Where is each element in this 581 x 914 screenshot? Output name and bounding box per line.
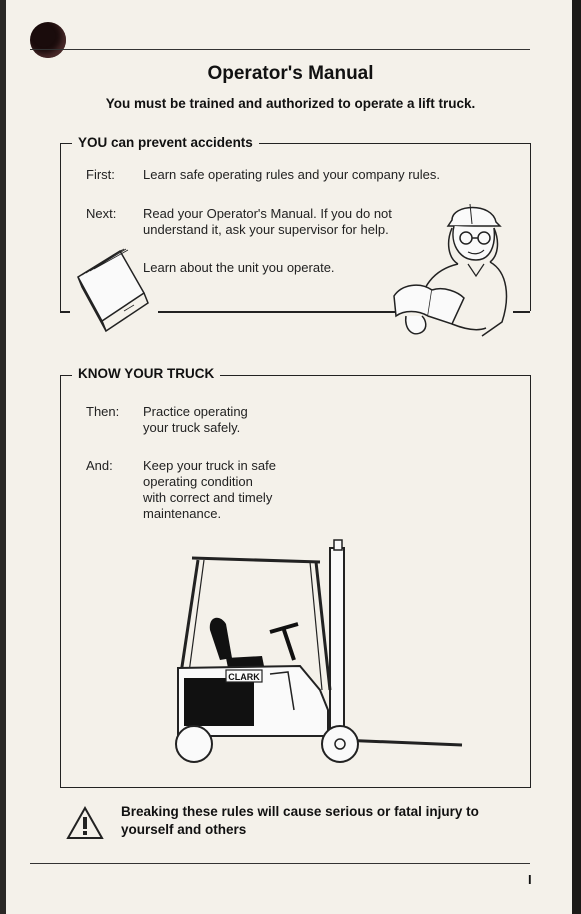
row-label-and: And: — [86, 458, 113, 473]
page-edge — [572, 0, 581, 914]
row-label-then: Then: — [86, 404, 120, 419]
warning-text: Breaking these rules will cause serious … — [121, 803, 541, 839]
warning-line-2: yourself and others — [121, 822, 247, 837]
section-box-prevent — [60, 143, 531, 311]
forklift-illustration: CLARK — [175, 539, 463, 763]
row-text-learn-line: Learn about the unit you operate. — [143, 260, 335, 275]
truck-brand-label: CLARK — [228, 672, 260, 682]
warning-triangle-icon — [66, 805, 104, 839]
section-heading-prevent: YOU can prevent accidents — [72, 135, 259, 150]
row-text-and-line-1: Keep your truck in safe — [143, 458, 276, 473]
top-rule — [30, 49, 530, 50]
section-heading-truck: KNOW YOUR TRUCK — [72, 366, 221, 381]
row-text-next-line-2: understand it, ask your supervisor for h… — [143, 222, 389, 237]
row-text-then: Practice operating your truck safely. — [143, 404, 248, 436]
section-box-truck — [60, 375, 531, 788]
row-text-first-line: Learn safe operating rules and your comp… — [143, 167, 441, 182]
row-label-first: First: — [86, 167, 115, 182]
row-text-and-line-3: with correct and timely — [143, 490, 273, 505]
row-text-then-line-2: your truck safely. — [143, 420, 241, 435]
row-label-next: Next: — [86, 206, 117, 221]
row-text-learn: Learn about the unit you operate. — [143, 260, 335, 276]
row-text-and: Keep your truck in safe operating condit… — [143, 458, 276, 522]
row-text-and-line-2: operating condition — [143, 474, 253, 489]
row-text-next: Read your Operator's Manual. If you do n… — [143, 206, 392, 238]
warning-line-1: Breaking these rules will cause serious … — [121, 804, 479, 819]
manual-page — [6, 0, 572, 914]
row-text-next-line-1: Read your Operator's Manual. If you do n… — [143, 206, 392, 221]
section1-bottom-right — [513, 311, 530, 313]
binder-hole — [30, 22, 66, 58]
row-text-and-line-4: maintenance. — [143, 506, 222, 521]
row-text-then-line-1: Practice operating — [143, 404, 248, 419]
section1-bottom-left — [60, 311, 70, 313]
page-title: Operator's Manual — [207, 63, 374, 84]
operator-reading-illustration — [393, 203, 508, 337]
row-text-first: Learn safe operating rules and your comp… — [143, 167, 440, 183]
bottom-rule — [30, 863, 530, 864]
section1-bottom-mid — [158, 311, 395, 313]
page-subtitle: You must be trained and authorized to op… — [105, 96, 476, 111]
page-number: I — [528, 872, 532, 887]
manual-book-illustration — [77, 248, 149, 333]
